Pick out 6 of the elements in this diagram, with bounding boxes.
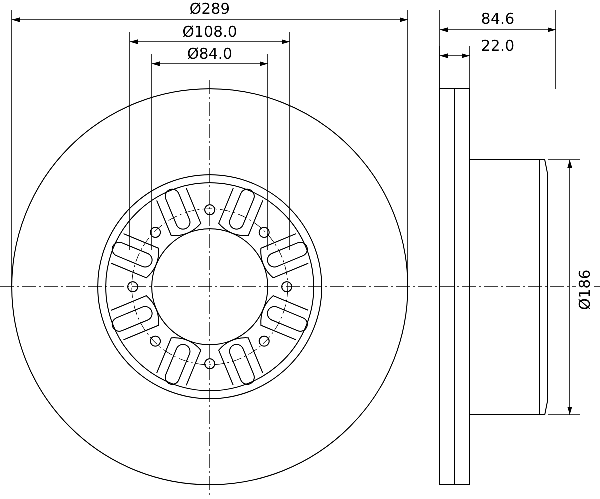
dimension-label: Ø289 (190, 0, 230, 18)
dimension-label: 84.6 (481, 10, 515, 28)
dimension-label: Ø186 (576, 270, 594, 310)
dimension-label: Ø108.0 (182, 23, 238, 41)
dimension-label: Ø84.0 (187, 45, 233, 63)
dimension-label: 22.0 (481, 37, 515, 55)
